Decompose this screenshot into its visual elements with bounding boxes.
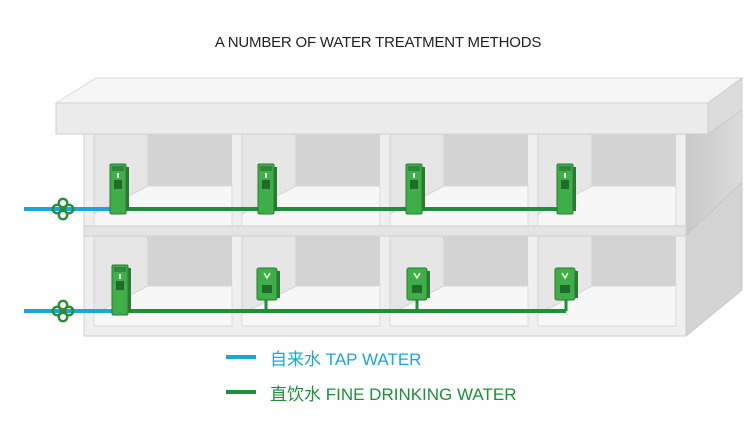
legend-swatch-drinking-water: [226, 390, 256, 394]
standing-dispenser-icon: [257, 163, 277, 215]
flower-valve-icon: [51, 197, 75, 221]
wall-dispenser-icon: [256, 267, 280, 301]
legend-item-tap-water: 自来水 TAP WATER: [226, 347, 422, 369]
legend-label-tap-water: 自来水 TAP WATER: [270, 349, 422, 369]
roof: [54, 77, 744, 135]
floor-slab: [83, 225, 687, 237]
diagram-title: A NUMBER OF WATER TREATMENT METHODS: [214, 34, 542, 51]
legend-swatch-tap-water: [226, 355, 256, 359]
standing-dispenser-icon: [111, 264, 131, 316]
wall-dispenser-icon: [554, 267, 578, 301]
standing-dispenser-icon: [109, 163, 129, 215]
standing-dispenser-icon: [405, 163, 425, 215]
flower-valve-icon: [51, 299, 75, 323]
legend-item-drinking-water: 直饮水 FINE DRINKING WATER: [226, 382, 517, 404]
legend-label-drinking-water: 直饮水 FINE DRINKING WATER: [270, 384, 517, 404]
wall-dispenser-icon: [406, 267, 430, 301]
standing-dispenser-icon: [556, 163, 576, 215]
